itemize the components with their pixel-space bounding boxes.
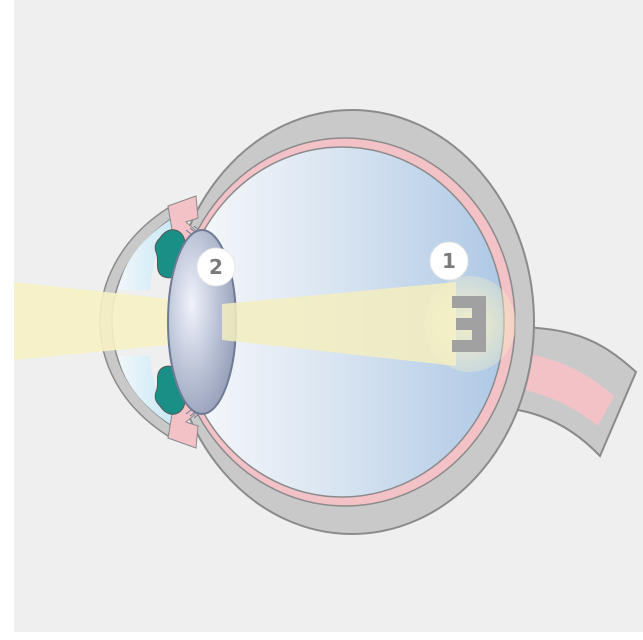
marker-2-label: 2 <box>209 255 223 279</box>
marker-2: 2 <box>197 248 235 286</box>
marker-1-label: 1 <box>442 249 456 273</box>
marker-1: 1 <box>430 242 468 280</box>
projected-image-e <box>452 296 486 352</box>
